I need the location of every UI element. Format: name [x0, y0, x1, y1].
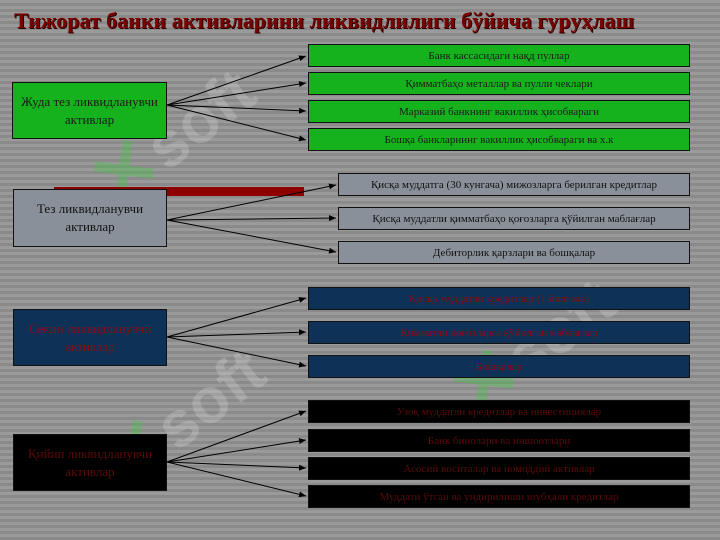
group-label: Тез ликвидланувчи активлар: [36, 201, 144, 234]
item-box: Узоқ муддатли кредитлар ва инвестициялар: [308, 400, 690, 423]
item-box: Қисқа муддатга (30 кунгача) мижозларга б…: [338, 173, 690, 196]
connector-arrow: [166, 438, 307, 463]
divider-bar: [54, 187, 304, 196]
item-box: Дебиторлик қарзлари ва бошқалар: [338, 241, 690, 264]
group-label: Жуда тез ликвидланувчи активлар: [21, 93, 158, 127]
item-box: Қимматли қоғозларга қўйилган маблағлар: [308, 321, 690, 344]
connector-arrow: [166, 55, 307, 106]
connector-arrow: [166, 183, 337, 221]
connector-arrow: [166, 336, 307, 368]
item-box: Банк кассасидаги нақд пуллар: [308, 44, 690, 67]
connector-arrow: [166, 410, 307, 463]
item-box: Қисқа муддатли кредитлар (1 йилгача): [308, 287, 690, 310]
group-box-fast: Тез ликвидланувчи активлар: [13, 189, 167, 247]
item-box: Бошқа банкларнинг вакиллик ҳисобвараги в…: [308, 128, 690, 151]
connector-arrow: [166, 297, 307, 338]
group-label: Қийин ликвидланувчи активлар: [27, 445, 153, 479]
item-box: Банк бинолари ва иншоотлари: [308, 429, 690, 452]
group-box-hard: Қийин ликвидланувчи активлар: [13, 434, 167, 491]
item-box: Марказий банкнинг вакиллик ҳисобвараги: [308, 100, 690, 123]
connector-arrow: [166, 81, 307, 106]
item-box: Бошқалар: [308, 355, 690, 378]
connector-arrow: [166, 329, 307, 338]
group-label: Секин ликвидланувчи активлар: [28, 320, 152, 354]
connector-arrow: [166, 461, 307, 498]
connector-arrow: [166, 104, 307, 114]
group-box-very-fast: Жуда тез ликвидланувчи активлар: [12, 82, 167, 139]
connector-arrow: [166, 219, 337, 254]
connector-arrow: [166, 215, 337, 222]
item-box: Қимматбаҳо металлар ва пулли чеклари: [308, 72, 690, 95]
item-box: Қисқа муддатли қимматбаҳо қоғозларга қўй…: [338, 207, 690, 230]
slide-title: Тижорат банки активларини ликвидлилиги б…: [14, 8, 635, 33]
connector-arrow: [166, 104, 307, 142]
item-box: Асосий воситалар ва номоддий активлар: [308, 457, 690, 480]
connector-arrow: [166, 461, 307, 471]
group-box-slow: Секин ликвидланувчи активлар: [13, 309, 167, 366]
item-box: Муддати ўтган ва ундирилиши шубҳали кред…: [308, 485, 690, 508]
